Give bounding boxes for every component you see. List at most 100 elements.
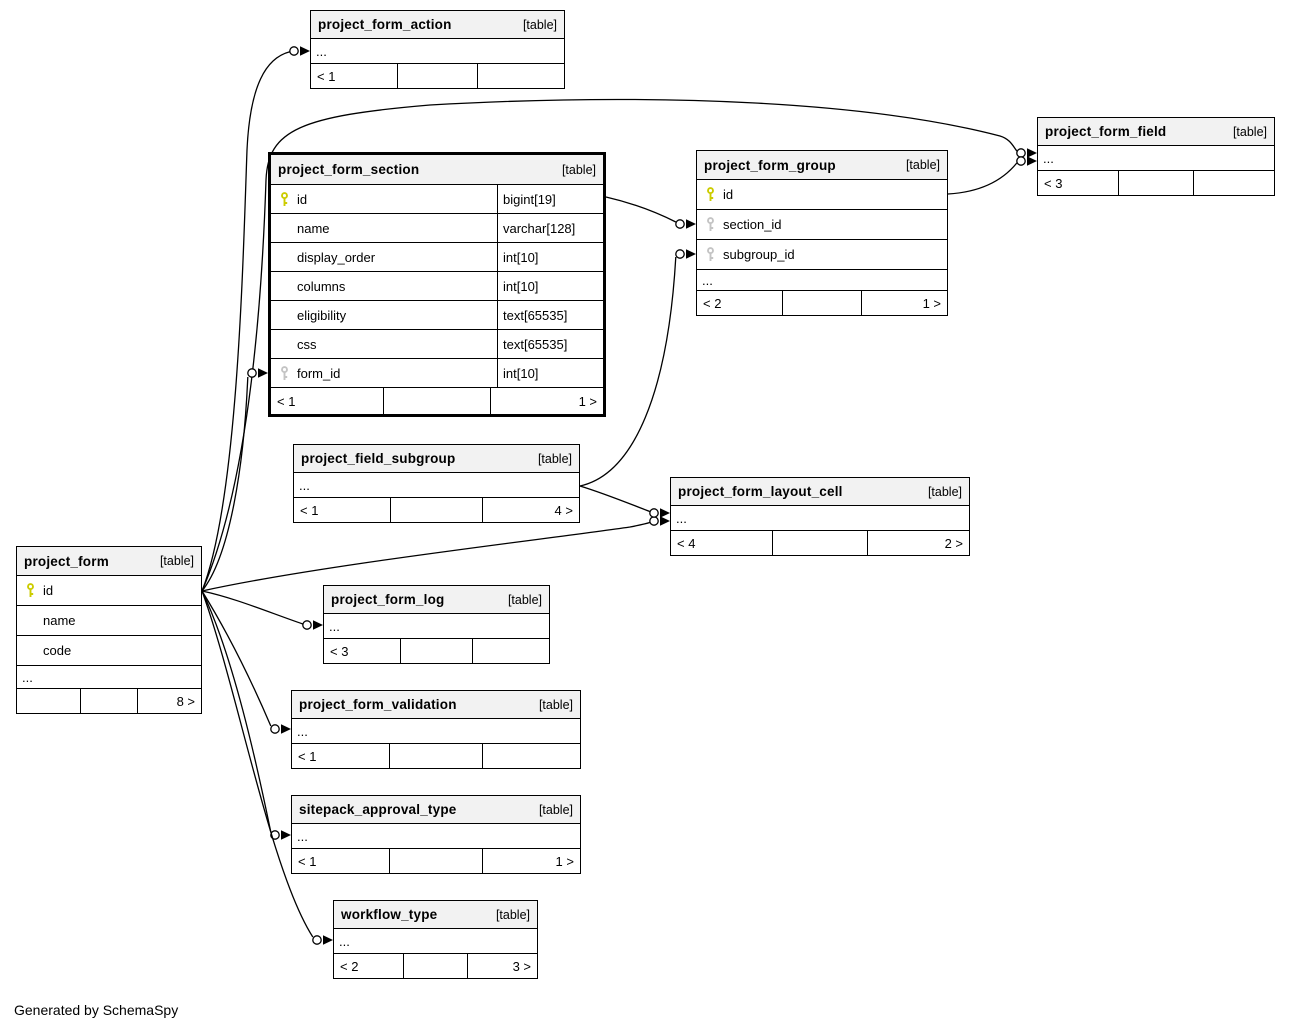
arrowhead — [686, 219, 696, 229]
foreign-key-icon — [271, 365, 297, 381]
table-name[interactable]: project_form_section — [278, 162, 420, 177]
collapsed-columns-row: ... — [17, 666, 201, 689]
table-name[interactable]: project_form_layout_cell — [678, 484, 843, 499]
outgoing-count — [483, 744, 580, 768]
outgoing-count — [473, 639, 549, 663]
incoming-count: < 1 — [298, 748, 317, 764]
footer-middle-cell — [396, 64, 479, 88]
table-project_form_validation[interactable]: project_form_validation[table]...< 1 — [291, 690, 581, 769]
foreign-key-icon — [697, 217, 723, 232]
column-row-id: id — [17, 576, 201, 606]
table-name[interactable]: project_form_log — [331, 592, 445, 607]
outgoing-count: 2 > — [944, 535, 964, 551]
table-name[interactable]: project_form_group — [704, 157, 836, 173]
incoming-count: < 1 — [277, 393, 296, 409]
primary-key-icon — [271, 191, 297, 207]
collapsed-columns-row: ... — [671, 506, 969, 531]
collapsed-columns-row: ... — [311, 39, 564, 64]
outgoing-count: 1 > — [578, 393, 597, 409]
incoming-count: < 1 — [298, 853, 317, 869]
relationship-edge-project_form.id-to-sitepack_approval_type — [201, 590, 291, 840]
column-name: subgroup_id — [723, 247, 795, 262]
arrowhead — [1027, 148, 1037, 158]
collapsed-columns-row: ... — [324, 614, 549, 639]
column-name: name — [43, 613, 76, 628]
zero-or-one-circle — [289, 46, 299, 56]
table-header: project_field_subgroup[table] — [294, 445, 579, 473]
table-name[interactable]: project_field_subgroup — [301, 451, 456, 466]
table-name[interactable]: project_form_action — [318, 17, 452, 32]
footer-middle-cell — [1118, 171, 1194, 195]
arrowhead — [660, 516, 670, 526]
table-project_form_action[interactable]: project_form_action[table]...< 1 — [310, 10, 565, 89]
incoming-count: < 3 — [1044, 175, 1063, 191]
table-project_form_field[interactable]: project_form_field[table]...< 3 — [1037, 117, 1275, 196]
table-type-badge: [table] — [1232, 124, 1267, 139]
arrowhead — [300, 46, 310, 56]
column-row-section_id: section_id — [697, 210, 947, 240]
relationship-count-footer: 8 > — [17, 689, 201, 713]
table-header: project_form_group[table] — [697, 151, 947, 180]
table-header: project_form_field [table] — [1038, 118, 1274, 146]
column-name: id — [723, 187, 734, 202]
column-name: form_id — [297, 365, 341, 381]
column-type: bigint[19] — [497, 185, 603, 213]
column-row-name: name varchar[128] — [271, 214, 603, 243]
table-type-badge: [table] — [561, 162, 596, 177]
incoming-count: < 3 — [330, 643, 349, 659]
footer-middle-cell — [400, 639, 473, 663]
table-name[interactable]: project_form — [24, 553, 109, 569]
outgoing-count: 3 > — [512, 958, 531, 974]
arrowhead — [281, 830, 291, 840]
table-type-badge: [table] — [538, 802, 573, 817]
relationship-edge-project_form_group.id-to-project_form_field — [947, 156, 1037, 195]
column-name: id — [43, 583, 54, 598]
column-type: int[10] — [497, 243, 603, 271]
arrowhead — [258, 368, 268, 378]
arrowhead — [281, 724, 291, 734]
table-name[interactable]: project_form_field — [1045, 124, 1167, 139]
primary-key-icon — [697, 187, 723, 202]
table-name[interactable]: sitepack_approval_type — [299, 802, 457, 817]
column-name: css — [297, 336, 317, 352]
primary-key-icon — [17, 583, 43, 598]
incoming-count: < 4 — [677, 535, 696, 551]
footer-middle-cell — [79, 689, 139, 713]
arrowhead — [1027, 156, 1037, 166]
zero-or-one-circle — [312, 935, 322, 945]
table-type-badge: [table] — [159, 554, 194, 568]
column-name: eligibility — [297, 307, 347, 323]
table-name[interactable]: workflow_type — [341, 907, 438, 922]
table-header: project_form_section [table] — [271, 155, 603, 185]
table-project_form_log[interactable]: project_form_log[table]...< 3 — [323, 585, 550, 664]
column-name: name — [297, 220, 330, 236]
column-type: varchar[128] — [497, 214, 603, 242]
footer-middle-cell — [389, 849, 483, 873]
column-name: columns — [297, 278, 346, 294]
column-name: id — [297, 191, 308, 207]
arrowhead — [686, 249, 696, 259]
incoming-count: < 1 — [317, 68, 336, 84]
column-type: text[65535] — [497, 301, 603, 329]
footer-middle-cell — [403, 954, 468, 978]
collapsed-columns-row: ... — [697, 270, 947, 291]
table-name[interactable]: project_form_validation — [299, 697, 457, 712]
incoming-count: < 1 — [300, 502, 319, 518]
outgoing-count — [1194, 171, 1274, 195]
relationship-edge-project_form_section.id-to-project_form_group.section_id — [605, 196, 696, 229]
